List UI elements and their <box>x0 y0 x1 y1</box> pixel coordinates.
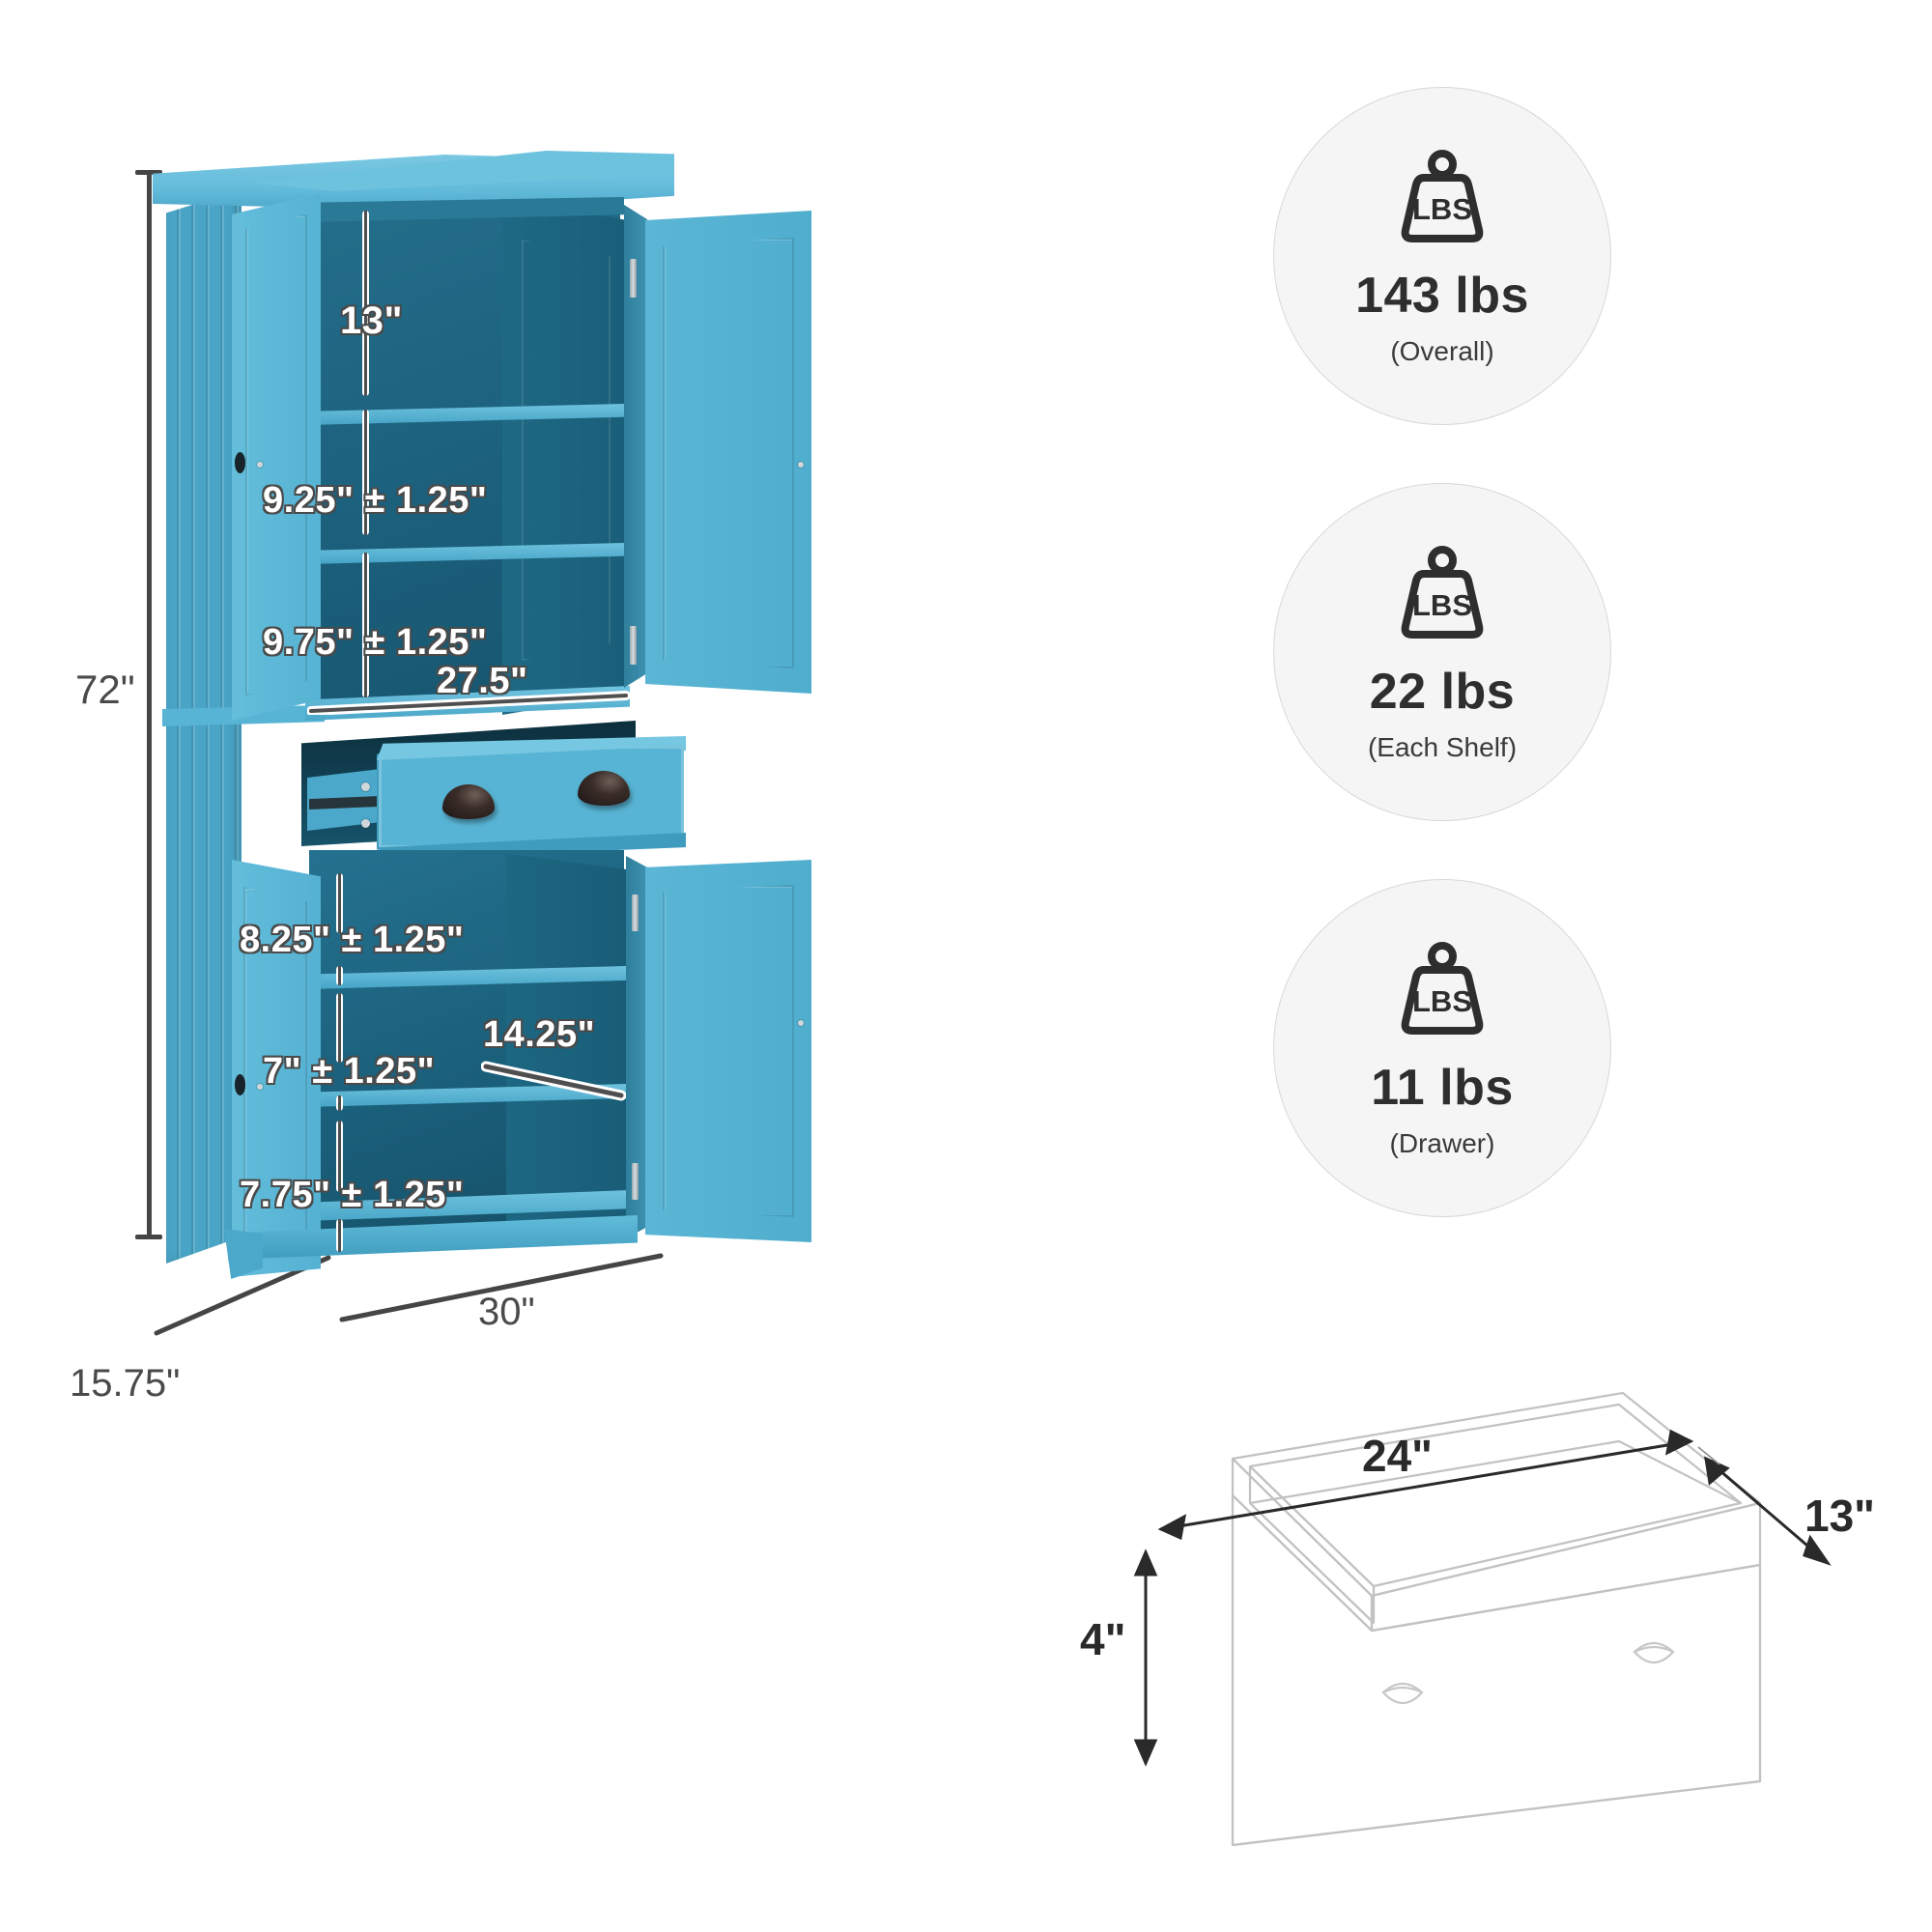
height-tick-bottom <box>135 1235 162 1239</box>
overall-height-label: 72" <box>75 667 135 712</box>
lower-left-door-screw <box>257 1084 263 1090</box>
upper-right-wall-panel <box>522 240 611 661</box>
lower-bottom-opening-label: 7.75" ± 1.25" <box>240 1175 465 1215</box>
height-tick-top <box>135 170 162 175</box>
lower-mid-opening-measure-lower <box>336 1095 343 1111</box>
upper-right-door-screw <box>798 462 804 468</box>
upper-right-door-panel <box>663 238 794 668</box>
lower-top-opening-measure <box>336 873 343 933</box>
upper-left-door-screw <box>257 462 263 468</box>
upper-top-opening-label: 13" <box>340 299 403 342</box>
drawer-handle-right[interactable] <box>578 771 630 806</box>
lower-shelf-depth-label: 14.25" <box>483 1014 596 1055</box>
lower-right-door-panel <box>663 885 794 1217</box>
weight-badge-label: (Each Shelf) <box>1367 731 1518 762</box>
drawer-height-label: 4" <box>1080 1614 1126 1664</box>
upper-mid-opening-measure <box>362 410 369 535</box>
weight-badge-label: (Overall) <box>1390 335 1494 366</box>
lower-mid-opening-label: 7" ± 1.25" <box>263 1051 436 1092</box>
weight-lbs-icon: LBS <box>1389 938 1495 1049</box>
upper-left-door-latch-icon <box>235 452 245 473</box>
weight-badge-overall: LBS 143 lbs (Overall) <box>1273 87 1611 425</box>
weight-badge-label: (Drawer) <box>1389 1127 1495 1158</box>
drawer-slide-screw-top <box>361 782 370 791</box>
overall-width-label: 30" <box>478 1291 535 1333</box>
lower-door-hinge-bottom-icon <box>632 1163 639 1200</box>
weight-badge-value: 22 lbs <box>1369 663 1516 720</box>
upper-door-hinge-bottom-icon <box>630 626 637 665</box>
drawer-handle-left[interactable] <box>442 784 495 819</box>
lower-left-door <box>232 860 321 1277</box>
width-dimension-line <box>338 1248 667 1325</box>
drawer-depth-label: 13" <box>1804 1491 1875 1541</box>
upper-door-hinge-top-icon <box>630 259 637 298</box>
lower-interior-right-wall <box>506 854 626 1236</box>
weight-badge-each-shelf: LBS 22 lbs (Each Shelf) <box>1273 483 1611 821</box>
drawer-slide-screw-bottom <box>361 819 370 828</box>
upper-right-door <box>645 211 811 694</box>
cabinet-illustration: 72" 15.75" 30" <box>70 151 811 1405</box>
weight-badge-value: 11 lbs <box>1371 1059 1514 1116</box>
weight-lbs-icon: LBS <box>1389 542 1495 653</box>
upper-low-opening-label: 9.75" ± 1.25" <box>263 622 488 663</box>
upper-shelf-width-measure <box>306 690 631 716</box>
upper-low-opening-measure <box>362 553 369 697</box>
drawer-width-label: 24" <box>1362 1431 1433 1481</box>
upper-interior-right-wall <box>502 199 624 715</box>
lower-right-door <box>645 860 811 1242</box>
weight-icon-text: LBS <box>1412 192 1472 226</box>
upper-shelf-width-label: 27.5" <box>437 661 528 701</box>
upper-mid-opening-label: 9.25" ± 1.25" <box>263 480 488 521</box>
weight-lbs-icon: LBS <box>1389 146 1495 257</box>
lower-right-door-screw <box>798 1020 804 1026</box>
lower-bottom-opening-measure-lower <box>336 1219 343 1252</box>
upper-left-door <box>232 193 321 721</box>
overall-depth-label: 15.75" <box>70 1362 181 1405</box>
drawer-slide-metal <box>309 796 381 810</box>
upper-top-opening-measure <box>362 211 369 394</box>
upper-top-opening-measure-lower <box>362 340 369 396</box>
drawer-front <box>379 746 684 848</box>
weight-icon-text: LBS <box>1412 588 1472 622</box>
weight-badge-value: 143 lbs <box>1355 267 1529 324</box>
lower-shelf-depth-measure <box>480 1061 627 1101</box>
lower-top-opening-measure-lower <box>336 966 343 985</box>
lower-mid-opening-measure <box>336 993 343 1063</box>
weight-icon-text: LBS <box>1412 984 1472 1018</box>
lower-door-hinge-top-icon <box>632 895 639 931</box>
lower-bottom-opening-measure <box>336 1121 343 1192</box>
cabinet-left-side-panel <box>166 189 242 1264</box>
drawer-dimension-diagram: 24" 13" 4" <box>1043 1323 1913 1864</box>
overall-height-dimension-line <box>147 170 152 1238</box>
lower-top-opening-label: 8.25" ± 1.25" <box>240 920 465 960</box>
lower-right-door-edge <box>626 856 647 1238</box>
weight-badge-drawer: LBS 11 lbs (Drawer) <box>1273 879 1611 1217</box>
lower-left-door-latch-icon <box>235 1074 245 1095</box>
drawer-front-frame <box>379 746 684 848</box>
